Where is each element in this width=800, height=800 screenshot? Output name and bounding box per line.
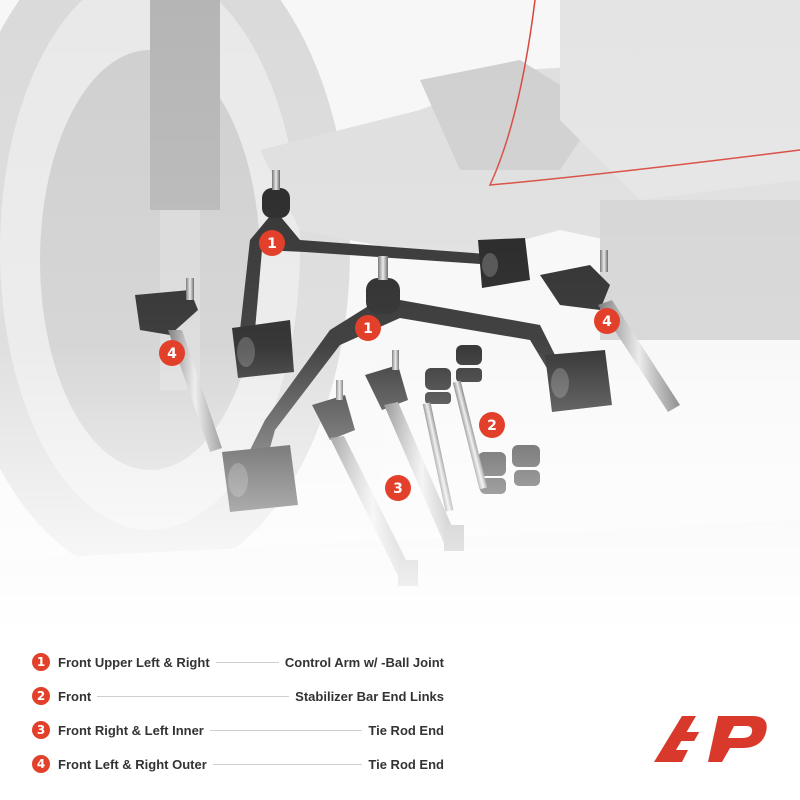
callout-2-label: 2 xyxy=(487,418,497,434)
legend-left-text: Front Left & Right Outer xyxy=(58,756,207,772)
callout-1-rear: 1 xyxy=(259,230,285,256)
legend-row: 1 Front Upper Left & Right Control Arm w… xyxy=(32,645,444,679)
legend-leader-line xyxy=(97,695,290,697)
legend-leader-line xyxy=(209,729,363,731)
callout-4-right: 4 xyxy=(594,308,620,334)
suspension-kit-photo: 1 1 2 3 4 4 xyxy=(0,0,800,630)
legend-leader-line xyxy=(212,763,363,765)
legend-row: 3 Front Right & Left Inner Tie Rod End xyxy=(32,713,444,747)
brand-logo xyxy=(654,716,767,762)
callout-4-left-label: 4 xyxy=(167,346,177,362)
callout-3: 3 xyxy=(385,475,411,501)
legend-leader-line xyxy=(215,661,279,663)
legend-left-text: Front Upper Left & Right xyxy=(58,654,210,670)
callout-4-left: 4 xyxy=(159,340,185,366)
legend-number-badge: 2 xyxy=(32,687,50,705)
legend-number-badge: 3 xyxy=(32,721,50,739)
legend-row: 2 Front Stabilizer Bar End Links xyxy=(32,679,444,713)
legend-right-text: Tie Rod End xyxy=(368,756,444,772)
legend-right-text: Control Arm w/ -Ball Joint xyxy=(284,654,444,670)
legend-left-text: Front Right & Left Inner xyxy=(58,722,204,738)
legend-right-text: Stabilizer Bar End Links xyxy=(295,688,444,704)
legend-number-badge: 4 xyxy=(32,755,50,773)
callout-1-front: 1 xyxy=(355,315,381,341)
callout-4-right-label: 4 xyxy=(602,314,612,330)
callout-1-rear-label: 1 xyxy=(267,236,277,252)
parts-legend: 1 Front Upper Left & Right Control Arm w… xyxy=(32,645,444,781)
legend-row: 4 Front Left & Right Outer Tie Rod End xyxy=(32,747,444,781)
callout-1-front-label: 1 xyxy=(363,321,373,337)
legend-number-badge: 1 xyxy=(32,653,50,671)
callout-2: 2 xyxy=(479,412,505,438)
legend-left-text: Front xyxy=(58,688,92,704)
legend-right-text: Tie Rod End xyxy=(368,722,444,738)
callout-3-label: 3 xyxy=(393,481,403,497)
